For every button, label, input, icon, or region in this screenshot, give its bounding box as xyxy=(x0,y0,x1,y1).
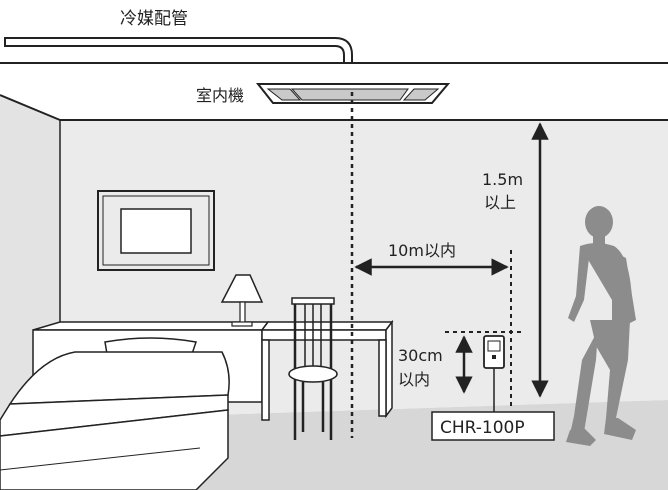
model-label: CHR-100P xyxy=(440,418,525,438)
indoor-unit-label: 室内機 xyxy=(196,86,244,105)
height-value-label: 1.5m xyxy=(482,170,523,189)
controller-icon xyxy=(483,335,505,412)
chair-icon xyxy=(288,297,338,440)
table-lamp-icon xyxy=(220,274,264,327)
height-qualifier-label: 以上 xyxy=(484,193,516,212)
refrigerant-pipe xyxy=(4,37,353,64)
person-icon xyxy=(566,206,636,446)
offset-value-label: 30cm xyxy=(398,346,443,365)
picture-frame-icon xyxy=(97,190,215,271)
model-label-box xyxy=(431,411,555,441)
distance-label: 10m以内 xyxy=(388,241,456,260)
bed-icon xyxy=(0,337,230,490)
ceiling-corner xyxy=(0,94,61,121)
refrigerant-pipe-label: 冷媒配管 xyxy=(120,9,188,29)
offset-qualifier-label: 以内 xyxy=(398,370,430,389)
